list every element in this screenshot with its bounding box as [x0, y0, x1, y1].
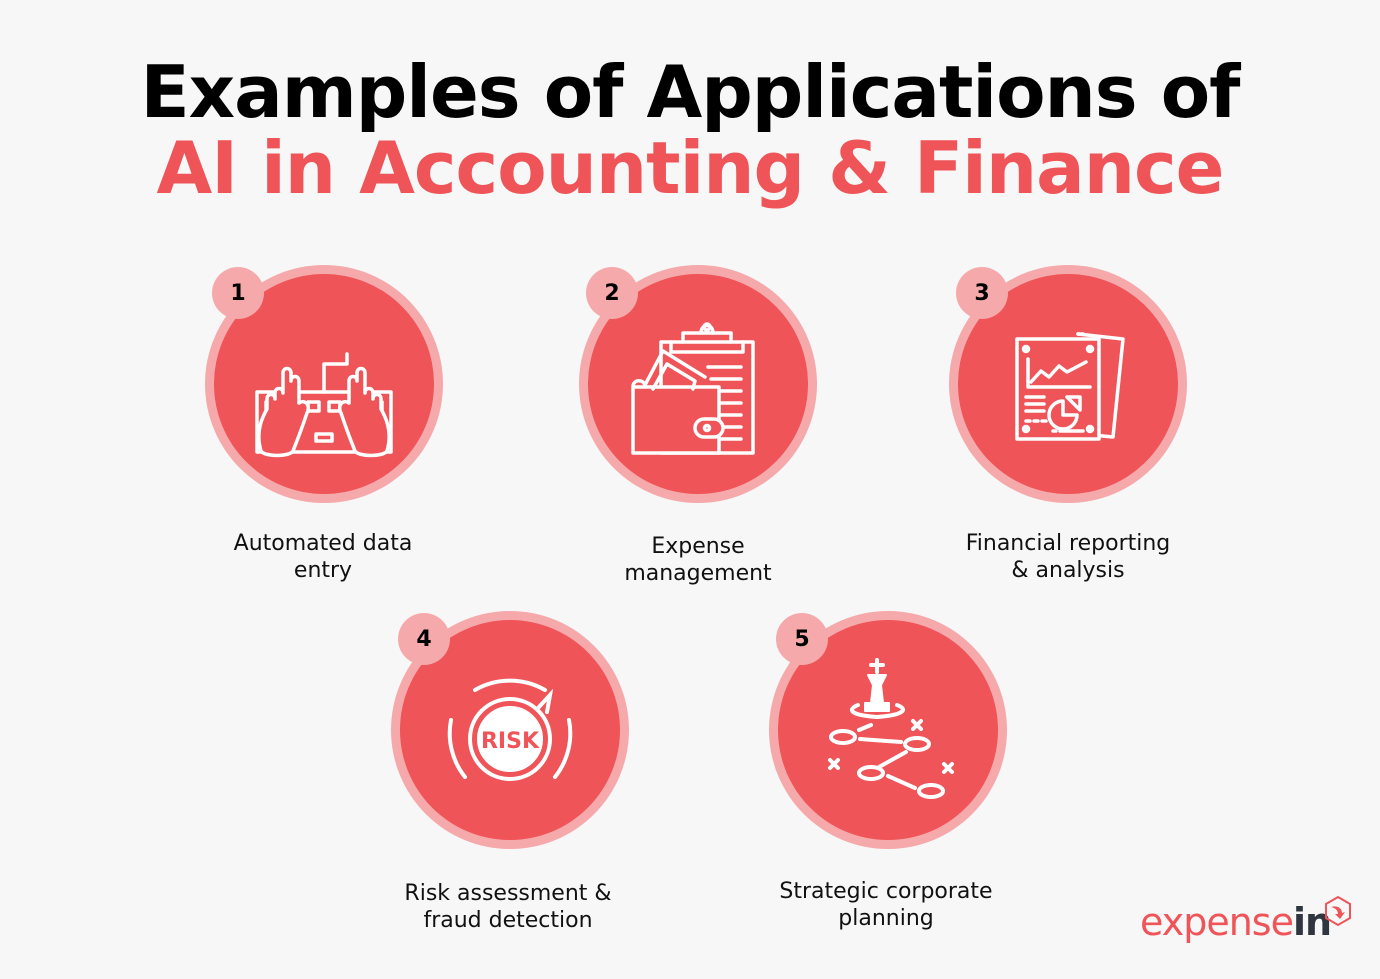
label-line: Strategic corporate — [779, 879, 993, 904]
chess-strategy-icon — [828, 658, 954, 799]
application-label-4: Risk assessment & fraud detection — [358, 880, 658, 934]
label-line: management — [624, 561, 772, 586]
risk-gauge-icon: RISK — [447, 678, 573, 781]
number-badge: 2 — [586, 267, 638, 319]
label-line: planning — [838, 906, 934, 931]
application-card-2: 2 — [579, 265, 817, 503]
page-title-line1: Examples of Applications of — [140, 50, 1240, 134]
expensein-logo: expensein — [1140, 900, 1332, 944]
label-line: & analysis — [1011, 558, 1125, 583]
number-badge: 3 — [956, 267, 1008, 319]
label-line: Automated data — [233, 531, 413, 556]
page-title-line2: AI in Accounting & Finance — [156, 126, 1225, 210]
number-badge: 5 — [776, 613, 828, 665]
application-label-2: Expense management — [548, 533, 848, 587]
typing-hands-icon — [257, 366, 391, 458]
label-line: Financial reporting — [965, 531, 1171, 556]
number-badge: 1 — [212, 267, 264, 319]
label-line: Risk assessment & — [404, 881, 612, 906]
hexagon-arrow-icon — [1325, 895, 1351, 927]
application-card-1: 1 — [205, 265, 443, 503]
application-card-4: RISK 4 — [391, 611, 629, 849]
wallet-clipboard-icon — [631, 322, 755, 455]
application-card-5: 5 — [769, 611, 1007, 849]
label-line: fraud detection — [423, 908, 593, 933]
application-label-3: Financial reporting & analysis — [918, 530, 1218, 584]
application-label-5: Strategic corporate planning — [736, 878, 1036, 932]
application-card-3: 3 — [949, 265, 1187, 503]
application-label-1: Automated data entry — [173, 530, 473, 584]
financial-report-chart-icon — [1015, 332, 1125, 441]
logo-text-expense: expense — [1140, 900, 1294, 944]
label-line: entry — [293, 558, 353, 583]
label-line: Expense — [651, 534, 745, 559]
number-badge: 4 — [398, 613, 450, 665]
svg-text:RISK: RISK — [481, 729, 540, 754]
